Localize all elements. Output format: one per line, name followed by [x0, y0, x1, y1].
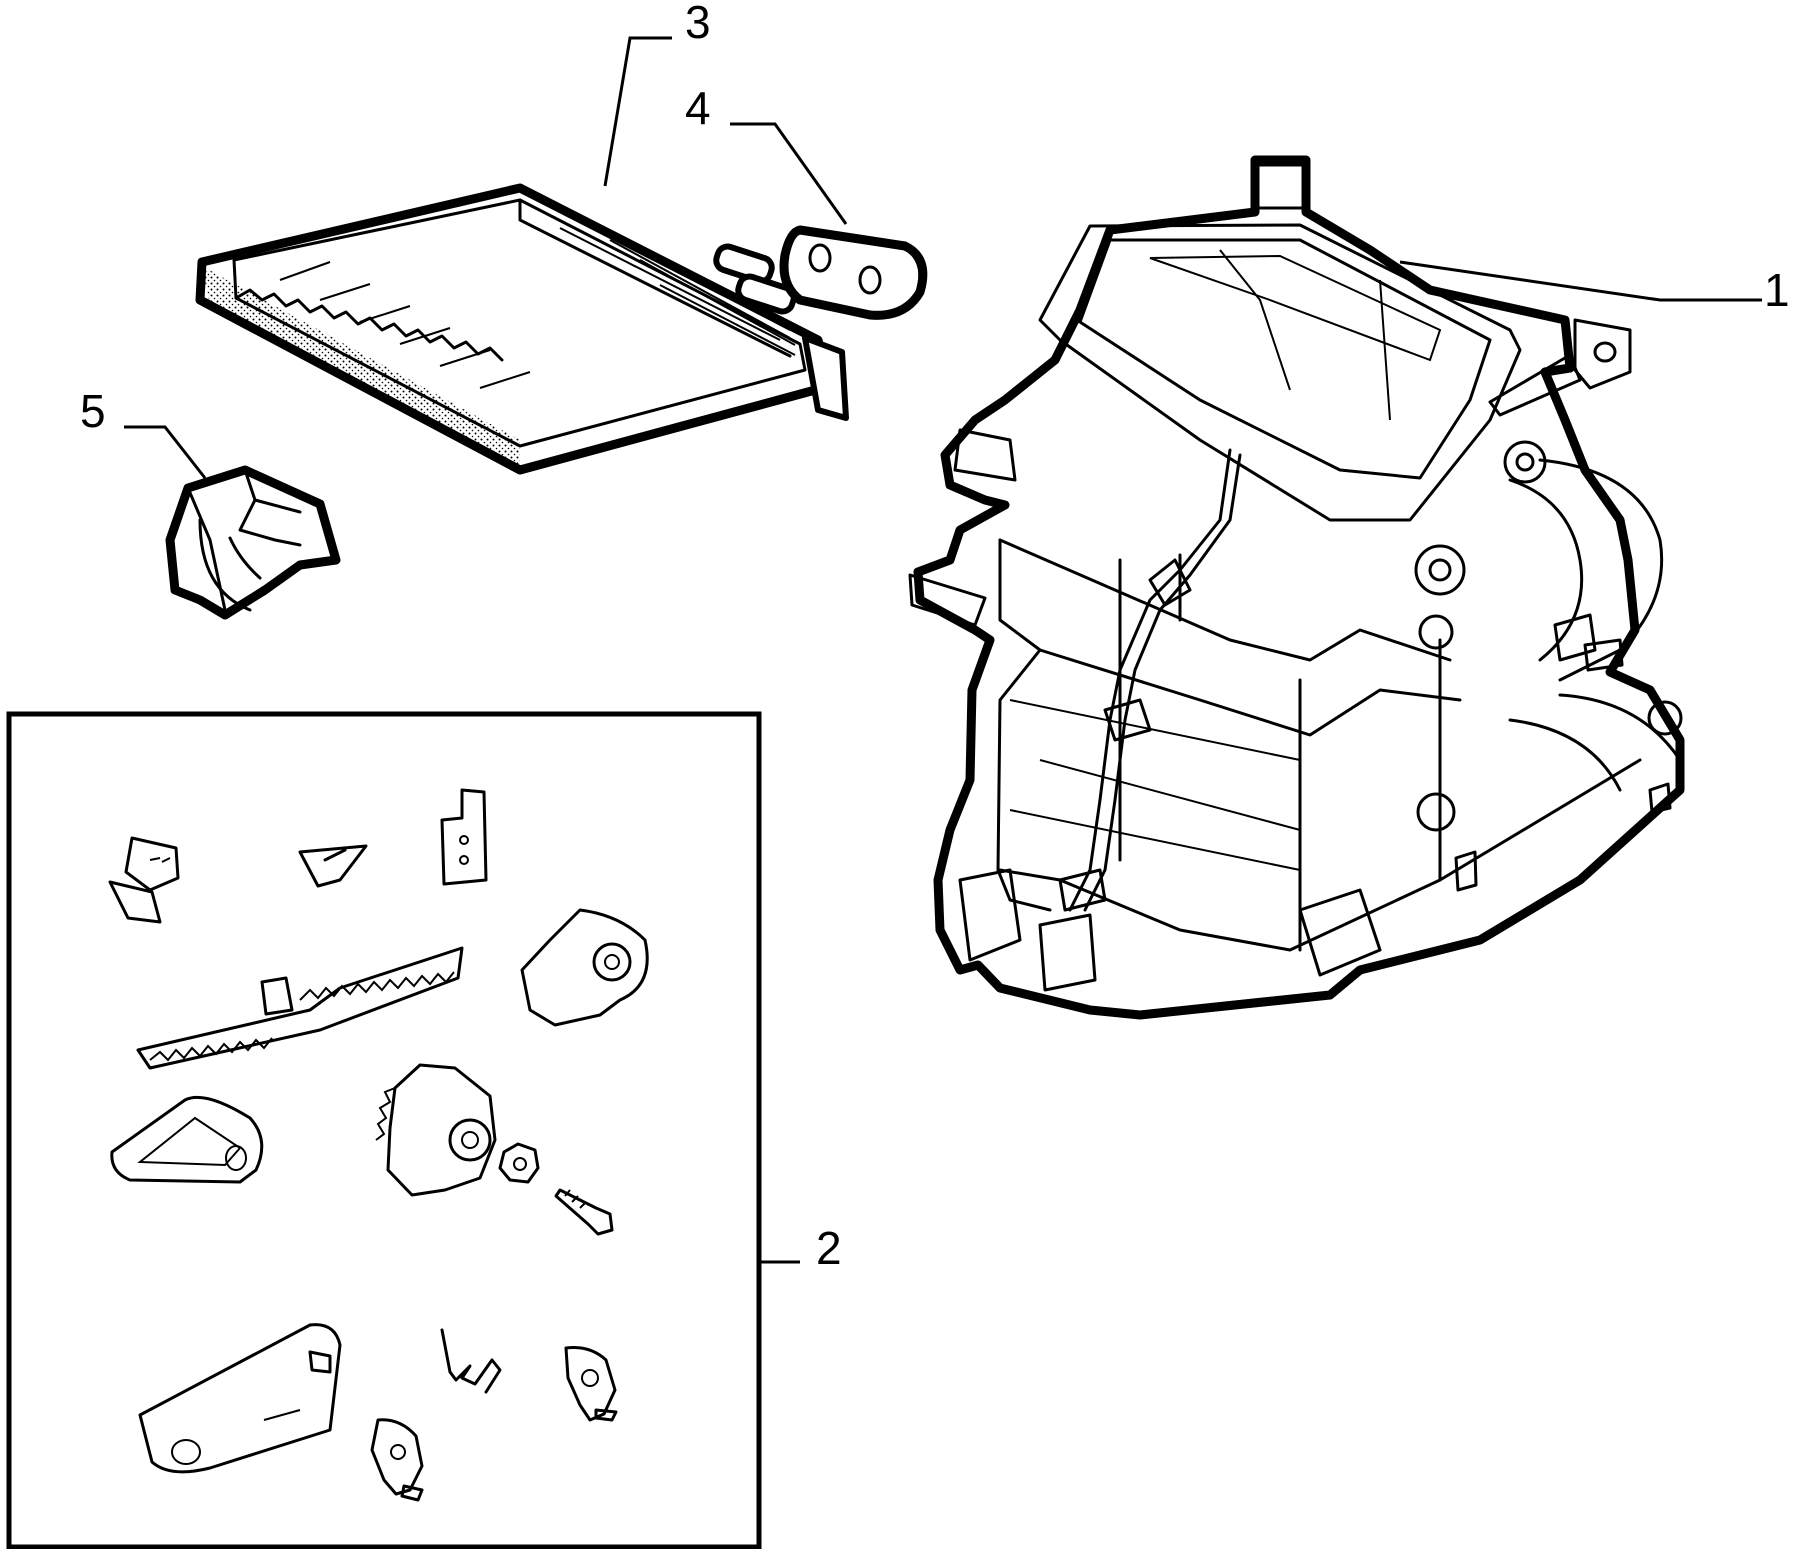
callout-2: 2 [760, 1222, 842, 1274]
callout-label-3: 3 [685, 0, 711, 48]
parts-kit-frame [6, 711, 762, 1549]
heater-core-radiator [195, 183, 849, 475]
callout-5: 5 [80, 385, 207, 479]
callout-label-4: 4 [685, 82, 711, 134]
callout-1: 1 [1399, 260, 1790, 316]
heater-housing-assembly [908, 155, 1685, 1020]
actuator-knobs [1414, 440, 1683, 832]
callout-label-5: 5 [80, 385, 106, 437]
callout-label-1: 1 [1764, 264, 1790, 316]
pipe-clip [165, 465, 341, 620]
pipe-gasket [779, 225, 928, 320]
radiator-pipes [713, 243, 849, 421]
callout-label-2: 2 [816, 1222, 842, 1274]
callout-4: 4 [685, 82, 848, 225]
parts-kit-contents [108, 788, 649, 1502]
callout-3: 3 [603, 0, 711, 187]
